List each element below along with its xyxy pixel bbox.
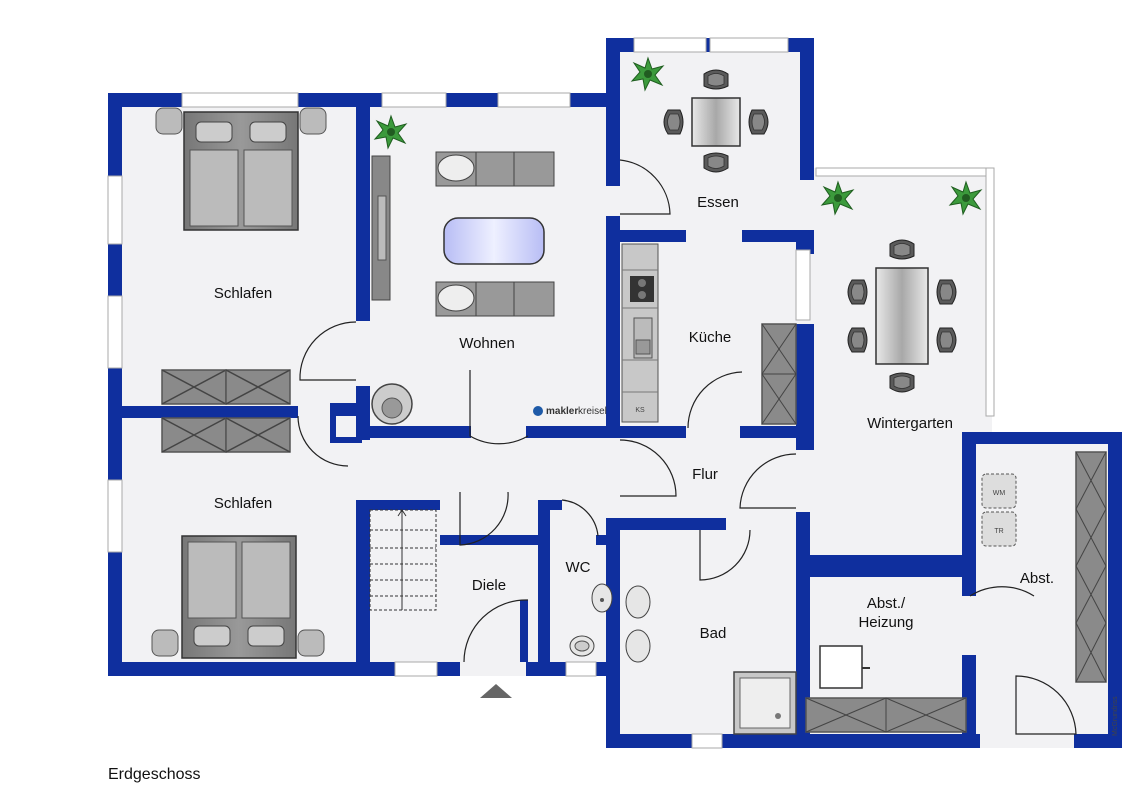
living-furniture xyxy=(371,115,555,425)
wm-label: WM xyxy=(993,490,1006,497)
storage-fixtures: WM TR xyxy=(981,451,1107,683)
label-abst: Abst. xyxy=(1020,570,1054,587)
staircase xyxy=(369,509,437,611)
heating-room-fixtures xyxy=(805,645,967,733)
double-bed-top xyxy=(155,107,327,231)
label-essen: Essen xyxy=(697,194,739,211)
label-schlafen-top: Schlafen xyxy=(214,285,272,302)
makler-logo-bold: makler xyxy=(546,406,578,417)
kitchen-cabinet xyxy=(761,323,797,425)
label-wohnen: Wohnen xyxy=(459,335,515,352)
credit-text: McGrundriss xyxy=(1112,696,1119,736)
doors xyxy=(297,159,1077,735)
bathroom-fixtures xyxy=(625,585,797,735)
label-flur: Flur xyxy=(692,466,718,483)
wc-fixtures xyxy=(569,583,613,657)
room-labels: Schlafen Schlafen Wohnen Essen Küche Win… xyxy=(214,194,1054,642)
tr-label: TR xyxy=(994,528,1003,535)
label-abst-heizung-line1: Abst./ xyxy=(867,595,906,612)
kitchen-counter: KS xyxy=(621,243,659,423)
label-wc: WC xyxy=(566,559,591,576)
ks-label: KS xyxy=(635,407,645,414)
label-wintergarten: Wintergarten xyxy=(867,415,953,432)
windows xyxy=(107,37,995,749)
wardrobe-top xyxy=(161,369,291,405)
wintergarten-dining xyxy=(821,181,982,393)
label-abst-heizung-line2: Heizung xyxy=(858,614,913,631)
makler-logo: makler kreisel xyxy=(533,406,607,417)
dining-set xyxy=(631,57,769,173)
label-bad: Bad xyxy=(700,625,727,642)
plan-caption: Erdgeschoss xyxy=(108,766,201,783)
label-diele: Diele xyxy=(472,577,506,594)
label-schlafen-bottom: Schlafen xyxy=(214,495,272,512)
label-kueche: Küche xyxy=(689,329,732,346)
entrance-arrow-icon xyxy=(480,684,512,698)
wardrobe-bottom xyxy=(161,417,291,453)
makler-logo-light: kreisel xyxy=(578,406,607,417)
double-bed-bottom xyxy=(151,535,325,659)
